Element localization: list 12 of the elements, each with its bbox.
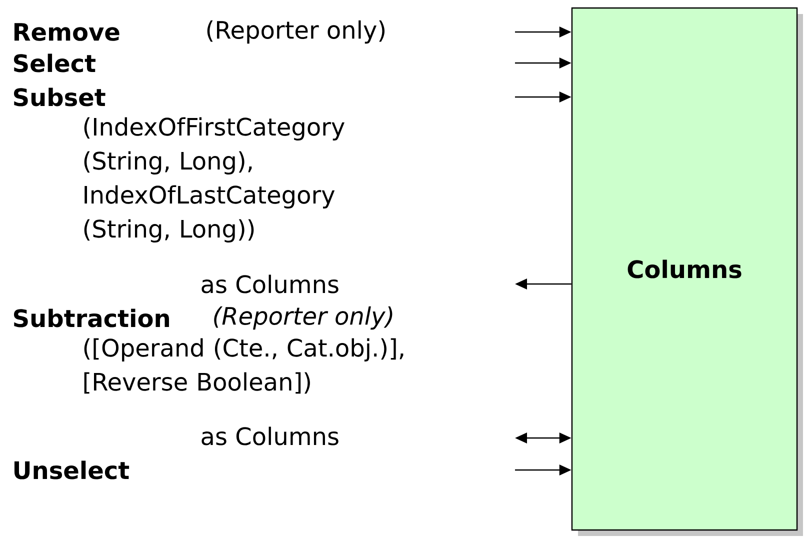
method-name: Subset — [14, 88, 106, 106]
method-name: Unselect — [14, 460, 130, 480]
parameter-text: (IndexOfFirstCategory (String, Long), IndexOfLastCategory (String, Long)) — [84, 117, 344, 242]
columns-box: Columns — [571, 7, 803, 536]
note-text: (Reporter only) — [214, 306, 392, 330]
method-name: Remove — [14, 23, 120, 41]
parameter-text: as Columns — [202, 274, 338, 294]
parameter-text: ([Operand (Cte., Cat.obj.)], [Reverse Boolean]) — [84, 338, 404, 394]
method-name: Subtraction — [14, 308, 169, 328]
parameter-text: (Reporter only) — [207, 20, 384, 44]
parameter-text: as Columns — [202, 426, 338, 446]
method-name: Select — [14, 54, 96, 72]
